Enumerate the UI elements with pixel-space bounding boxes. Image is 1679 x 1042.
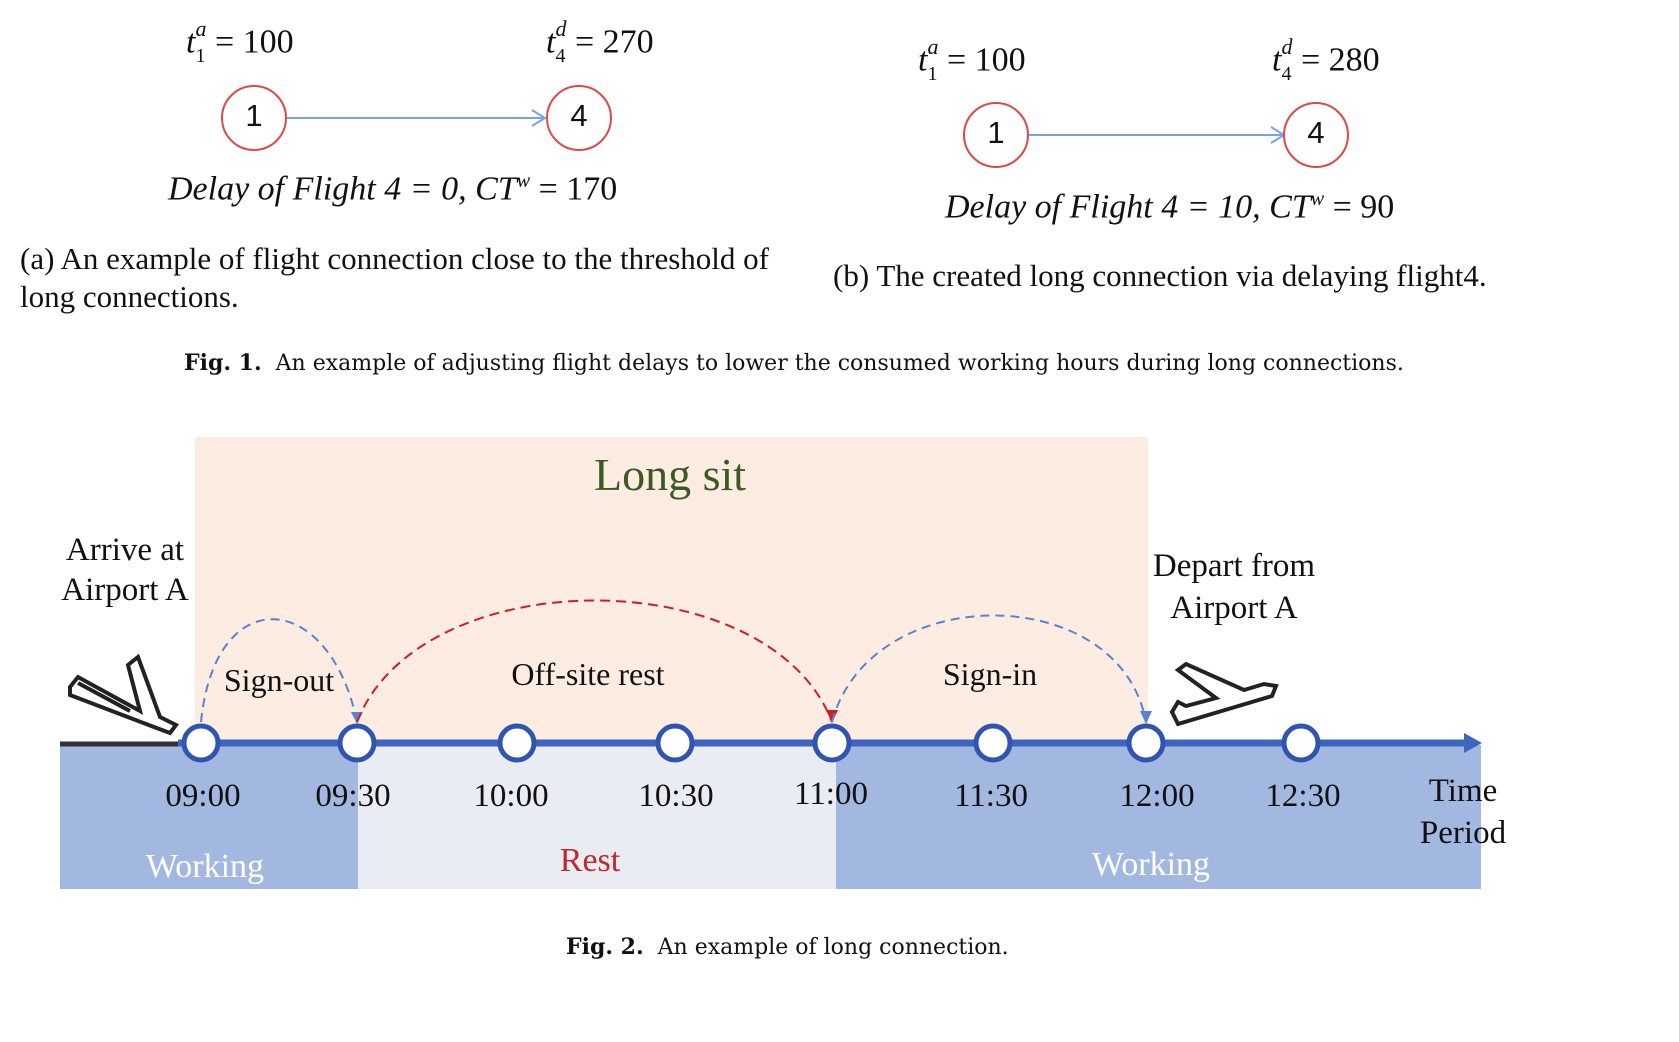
time-node-1030 bbox=[655, 723, 695, 763]
depart-label-line1: Depart from bbox=[1152, 548, 1316, 584]
fig1a-graph bbox=[221, 85, 612, 151]
working-label-left: Working bbox=[145, 848, 265, 885]
time-label-0900: 09:00 bbox=[165, 778, 241, 814]
arrive-label-line2: Airport A bbox=[61, 572, 189, 608]
time-node-0900 bbox=[181, 723, 221, 763]
time-period-line2: Period bbox=[1419, 815, 1507, 851]
arrive-label-line1: Arrive at bbox=[65, 532, 185, 568]
offsite-rest-arc-arrowhead bbox=[826, 710, 838, 723]
fig1b-caption: (b) The created long connection via dela… bbox=[833, 258, 1487, 293]
rest-label: Rest bbox=[559, 842, 621, 879]
rest-region bbox=[358, 745, 836, 889]
working-label-right: Working bbox=[1091, 846, 1211, 883]
arrive-label: Arrive at Airport A bbox=[40, 530, 210, 610]
offsite-rest-label: Off-site rest bbox=[511, 656, 665, 692]
long-sit-label: Long sit bbox=[593, 449, 747, 500]
working-region-right bbox=[836, 745, 1481, 889]
time-axis-arrowhead bbox=[1464, 733, 1482, 753]
long-sit-region bbox=[195, 437, 1148, 743]
sign-in-label: Sign-in bbox=[942, 656, 1038, 692]
fig1b-delay-text: Delay of Flight 4 = 10, CTw = 90 bbox=[945, 188, 1395, 226]
depart-label: Depart from Airport A bbox=[1134, 545, 1334, 629]
time-label-1100: 11:00 bbox=[794, 776, 868, 812]
time-node-1100 bbox=[812, 723, 852, 763]
time-node-1130 bbox=[973, 723, 1013, 763]
fig1-caption: Fig. 1. An example of adjusting flight d… bbox=[184, 350, 1404, 376]
fig1-caption-label: Fig. 1. bbox=[184, 350, 262, 376]
time-period-line1: Time bbox=[1428, 773, 1498, 809]
fig1b-node-1 bbox=[963, 102, 1029, 168]
fig1a-node-4 bbox=[546, 85, 612, 151]
fig1a-node-1-label: 1 bbox=[245, 98, 263, 133]
departing-airplane-icon bbox=[1169, 661, 1279, 727]
fig1a-node-1 bbox=[221, 85, 287, 151]
fig2-caption-label: Fig. 2. bbox=[566, 934, 644, 960]
fig1a-edge-arrowhead bbox=[531, 109, 547, 127]
time-label-1230: 12:30 bbox=[1265, 778, 1341, 814]
fig1-caption-text: An example of adjusting flight delays to… bbox=[275, 351, 1404, 376]
fig2-caption-text: An example of long connection. bbox=[657, 935, 1009, 960]
fig1b-node-4 bbox=[1283, 102, 1349, 168]
sign-in-arc-arrowhead bbox=[1140, 711, 1152, 724]
offsite-rest-arc bbox=[356, 599, 833, 723]
fig1b-node-4-label: 4 bbox=[1307, 115, 1325, 150]
working-region-left bbox=[60, 745, 358, 889]
time-label-1030: 10:30 bbox=[638, 778, 714, 814]
time-node-1200 bbox=[1126, 723, 1166, 763]
fig1a-node-4-label: 4 bbox=[570, 98, 588, 133]
fig1b-graph bbox=[963, 102, 1349, 168]
fig1a-delay-text: Delay of Flight 4 = 0, CTw = 170 bbox=[168, 170, 618, 208]
fig1b-node-1-label: 1 bbox=[987, 115, 1005, 150]
time-label-1200: 12:00 bbox=[1119, 778, 1195, 814]
depart-label-line2: Airport A bbox=[1170, 590, 1298, 626]
time-period-axis-label: Time Period bbox=[1400, 770, 1526, 854]
time-label-0930: 09:30 bbox=[315, 778, 391, 814]
time-node-1000 bbox=[497, 723, 537, 763]
time-node-0930 bbox=[337, 723, 377, 763]
time-label-1000: 10:00 bbox=[473, 778, 549, 814]
fig2-caption: Fig. 2. An example of long connection. bbox=[566, 934, 1009, 960]
arriving-airplane-icon bbox=[68, 653, 180, 736]
fig1a-caption: (a) An example of flight connection clos… bbox=[20, 241, 769, 314]
sign-out-label: Sign-out bbox=[223, 662, 335, 698]
time-label-1130: 11:30 bbox=[954, 778, 1028, 814]
sign-out-arc bbox=[200, 618, 358, 723]
time-node-1230 bbox=[1281, 723, 1321, 763]
